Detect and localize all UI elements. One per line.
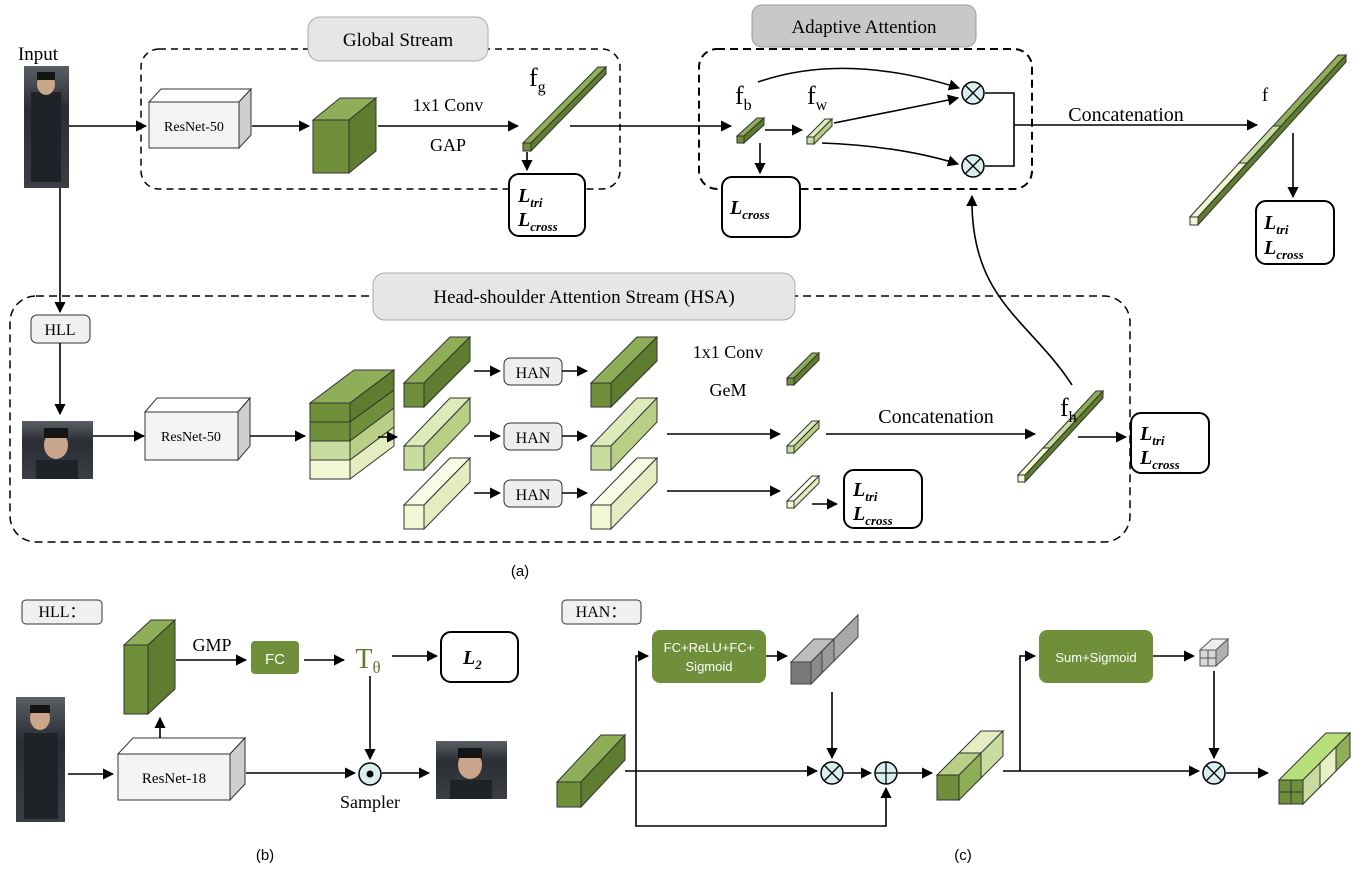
fc-block-line1: FC+ReLU+FC+ <box>664 640 755 655</box>
adaptive-loss-cross: Lcross <box>729 197 770 222</box>
sum-sigmoid-block <box>1039 630 1153 683</box>
adaptive-attention-title-box <box>751 4 977 48</box>
hsa-branch-loss-box <box>843 469 923 529</box>
hll-input-image <box>16 697 65 822</box>
hsa-backbone-label: ResNet-50 <box>161 430 221 445</box>
hsa-branch3-out <box>589 456 659 531</box>
fb-vector <box>735 116 766 145</box>
fc-relu-fc-sigmoid-block <box>652 630 766 683</box>
han-output-feature <box>1277 731 1352 806</box>
hll-panel-title-box <box>21 599 103 625</box>
panel-c-caption: (c) <box>954 847 972 864</box>
global-op-top: 1x1 Conv <box>413 95 484 115</box>
theta-label: Tθ <box>355 644 380 677</box>
output-feature-vector <box>1188 53 1348 227</box>
hsa-title: Head-shoulder Attention Stream (HSA) <box>433 287 734 308</box>
han-panel-arrows <box>625 650 1270 827</box>
fh-loss-tri: Ltri <box>1139 423 1165 448</box>
han-intermediate-feature <box>935 729 1005 802</box>
hsa-resnet50-block <box>143 396 252 462</box>
hsa-small-vector-2 <box>785 419 821 455</box>
output-loss-cross: Lcross <box>1263 237 1304 262</box>
han-label-1: HAN <box>516 365 551 382</box>
output-loss-tri: Ltri <box>1263 212 1289 237</box>
hsa-concat-label: Concatenation <box>878 406 994 428</box>
global-resnet50-block <box>147 87 253 150</box>
global-stream-title: Global Stream <box>343 30 454 51</box>
output-feature-label: f <box>1262 85 1269 106</box>
global-loss-box <box>508 173 586 237</box>
fb-label: fb <box>735 81 752 114</box>
hll-resnet18-block <box>116 736 247 802</box>
sampler-label: Sampler <box>340 792 400 812</box>
hsa-op-top: 1x1 Conv <box>693 342 764 362</box>
fh-vector <box>1016 389 1105 484</box>
adaptive-attention-box <box>698 48 1033 190</box>
spatial-weights-cube <box>1198 637 1230 668</box>
hsa-branch-loss-tri: Ltri <box>852 479 878 504</box>
hsa-branch3-part <box>402 456 472 531</box>
global-loss-cross: Lcross <box>517 209 558 234</box>
global-op-bottom: GAP <box>430 135 466 155</box>
input-person-image <box>24 66 69 188</box>
panel-a-caption: (a) <box>511 563 529 580</box>
fc-block-line2: Sigmoid <box>686 659 733 674</box>
adaptive-loss-box <box>721 176 801 238</box>
top-row-arrows <box>54 67 1299 314</box>
hll-panel-arrows <box>68 650 439 780</box>
gmp-label: GMP <box>192 635 231 655</box>
channel-weights-cuboid <box>789 613 859 686</box>
sum-sigmoid-label: Sum+Sigmoid <box>1055 650 1136 665</box>
global-loss-tri: Ltri <box>517 185 543 210</box>
fc-block <box>251 641 299 674</box>
han-panel-title-box <box>561 599 642 625</box>
l2-loss-box <box>440 631 519 683</box>
head-shoulder-image <box>22 421 93 479</box>
fg-label: fg <box>529 63 546 96</box>
sampler-node <box>358 762 382 786</box>
han-label-3: HAN <box>516 487 551 504</box>
adaptive-attention-title: Adaptive Attention <box>791 17 937 38</box>
han-multiply-node-1 <box>820 761 844 785</box>
hsa-arrows <box>378 194 1128 510</box>
l2-loss-label: L2 <box>462 647 482 672</box>
global-feature-map <box>311 96 378 175</box>
hsa-branch2-part <box>402 396 472 472</box>
han-add-node <box>874 761 898 785</box>
hll-output-crop <box>436 741 507 799</box>
fg-vector <box>521 65 608 153</box>
output-concat-label: Concatenation <box>1068 104 1184 126</box>
panel-b-caption: (b) <box>256 847 274 864</box>
hsa-branch-loss-cross: Lcross <box>852 503 893 528</box>
han-panel-title: HAN： <box>576 604 627 621</box>
hsa-op-bottom: GeM <box>710 380 747 400</box>
hsa-stacked-feature-map <box>308 369 396 480</box>
han-multiply-node-2 <box>1202 761 1226 785</box>
hll-label: HLL <box>44 322 75 339</box>
fh-loss-box <box>1130 412 1210 474</box>
fw-label: fw <box>807 81 828 114</box>
hll-feature-map <box>122 618 177 716</box>
hsa-small-vector-1 <box>785 351 821 387</box>
output-loss-box <box>1255 200 1335 265</box>
hsa-branch1-part <box>402 335 472 409</box>
resnet18-label: ResNet-18 <box>142 771 206 787</box>
fh-label: fh <box>1060 393 1077 426</box>
multiply-node-bottom <box>961 154 985 178</box>
fc-label: FC <box>265 651 285 668</box>
fw-vector <box>805 117 834 146</box>
multiply-node-top <box>961 81 985 105</box>
global-backbone-label: ResNet-50 <box>164 120 224 135</box>
hll-panel-title: HLL： <box>38 604 85 621</box>
global-stream-title-box <box>307 16 489 62</box>
han-label-2: HAN <box>516 430 551 447</box>
hsa-branch1-out <box>589 335 659 409</box>
hsa-title-box <box>372 272 796 321</box>
han-input-feature <box>555 733 627 809</box>
input-label: Input <box>18 44 59 65</box>
hsa-small-vector-3 <box>785 474 821 510</box>
hsa-branch2-out <box>589 396 659 472</box>
fh-loss-cross: Lcross <box>1139 447 1180 472</box>
